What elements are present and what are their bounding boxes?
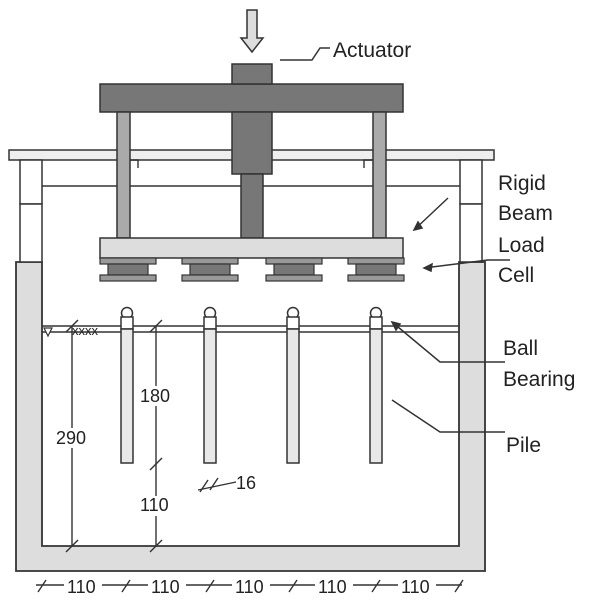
pile-diameter-label: 16 <box>236 473 256 493</box>
load-cell <box>265 257 323 282</box>
load-cells <box>99 257 405 282</box>
spacing-label: 110 <box>67 577 96 597</box>
rigid-beam-label-line2: Beam <box>498 202 553 225</box>
ball-bearing-label-line2: Bearing <box>503 368 575 391</box>
pile <box>369 306 383 464</box>
pile <box>286 306 300 464</box>
pile <box>120 306 134 464</box>
below-pile-label: 110 <box>140 495 169 515</box>
actuator-arrow-icon <box>239 9 265 54</box>
soil-hatch: xxxx <box>72 323 99 338</box>
spacing-label: 110 <box>151 577 180 597</box>
actuator-label: Actuator <box>333 39 411 62</box>
top-beam <box>99 63 404 239</box>
spacing-label: 110 <box>318 577 347 597</box>
rigid-beam <box>99 237 404 259</box>
depth-total-label: 290 <box>56 428 86 448</box>
piles <box>120 306 383 464</box>
soil-container <box>15 261 486 572</box>
load-cell-label-line1: Load <box>498 234 545 257</box>
load-cell <box>181 257 239 282</box>
load-cell <box>347 257 405 282</box>
pile-label: Pile <box>506 434 541 457</box>
leader-lines <box>280 47 510 433</box>
ground-surface: xxxx <box>42 323 459 338</box>
pile <box>203 306 217 464</box>
spacing-label: 110 <box>401 577 430 597</box>
spacing-label: 110 <box>235 577 264 597</box>
load-cell <box>99 257 157 282</box>
rigid-beam-label-line1: Rigid <box>498 172 546 195</box>
pile-embed-label: 180 <box>140 386 170 406</box>
ball-bearing-label-line1: Ball <box>503 337 538 360</box>
load-cell-label-line2: Cell <box>498 264 534 287</box>
